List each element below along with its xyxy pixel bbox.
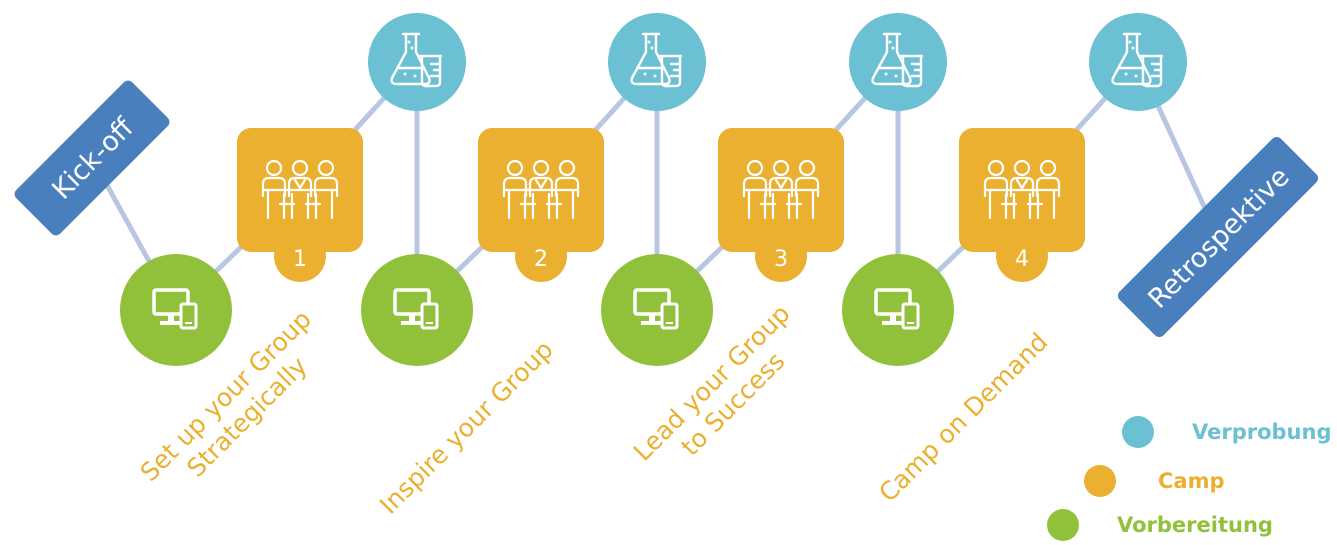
legend-dot-camp (1084, 465, 1116, 497)
camp-number-badge (515, 230, 567, 282)
vorbereitung-circle (120, 254, 232, 366)
legend-dot-verprobung (1122, 416, 1154, 448)
meeting-icon (742, 159, 820, 220)
legend-item-camp: Camp (1084, 461, 1225, 501)
verprobung-circle (368, 13, 466, 111)
camp-number: 1 (293, 247, 307, 272)
legend-item-verprobung: Verprobung (1122, 412, 1331, 452)
monitor-phone-icon (393, 288, 439, 330)
meeting-icon (983, 159, 1061, 220)
camp-node-3: 3 (718, 128, 844, 282)
verprobung-circle (1089, 13, 1187, 111)
kickoff-milestone: Kick-off (14, 80, 170, 236)
vorbereitung-node-3 (601, 254, 713, 366)
camp-node-1: 1 (237, 128, 363, 282)
retrospektive-box (1117, 136, 1319, 338)
flask-beaker-icon (1111, 32, 1164, 88)
flask-beaker-icon (871, 32, 924, 88)
verprobung-node-3 (849, 13, 947, 111)
camp-node-4: 4 (959, 128, 1085, 282)
verprobung-node-2 (608, 13, 706, 111)
flask-beaker-icon (630, 32, 683, 88)
retrospektive-milestone: Retrospektive (1117, 136, 1319, 338)
verprobung-node-1 (368, 13, 466, 111)
legend-label-camp: Camp (1158, 469, 1225, 493)
camp-number: 4 (1015, 247, 1029, 272)
vorbereitung-node-4 (842, 254, 954, 366)
verprobung-node-4 (1089, 13, 1187, 111)
phase-steps: 1 2 3 4 (120, 13, 1187, 366)
meeting-icon (502, 159, 580, 220)
meeting-icon (261, 159, 339, 220)
vorbereitung-node-1 (120, 254, 232, 366)
camp-node-2: 2 (478, 128, 604, 282)
camp-number-badge (274, 230, 326, 282)
camp-number: 2 (534, 247, 548, 272)
monitor-phone-icon (152, 288, 198, 330)
camp-number-badge (996, 230, 1048, 282)
monitor-phone-icon (874, 288, 920, 330)
legend: Verprobung Camp Vorbereitung (1047, 412, 1337, 541)
verprobung-circle (608, 13, 706, 111)
vorbereitung-circle (361, 254, 473, 366)
legend-label-vorbereitung: Vorbereitung (1117, 513, 1273, 537)
legend-item-vorbereitung: Vorbereitung (1047, 505, 1273, 545)
camp-number-badge (755, 230, 807, 282)
camp-number: 3 (774, 247, 788, 272)
vorbereitung-node-2 (361, 254, 473, 366)
verprobung-circle (849, 13, 947, 111)
legend-label-verprobung: Verprobung (1192, 420, 1332, 444)
monitor-phone-icon (633, 288, 679, 330)
vorbereitung-circle (601, 254, 713, 366)
flask-beaker-icon (390, 32, 443, 88)
legend-dot-vorbereitung (1047, 509, 1079, 541)
retrospektive-label: Retrospektive (1142, 161, 1295, 314)
kickoff-box (14, 80, 170, 236)
vorbereitung-circle (842, 254, 954, 366)
